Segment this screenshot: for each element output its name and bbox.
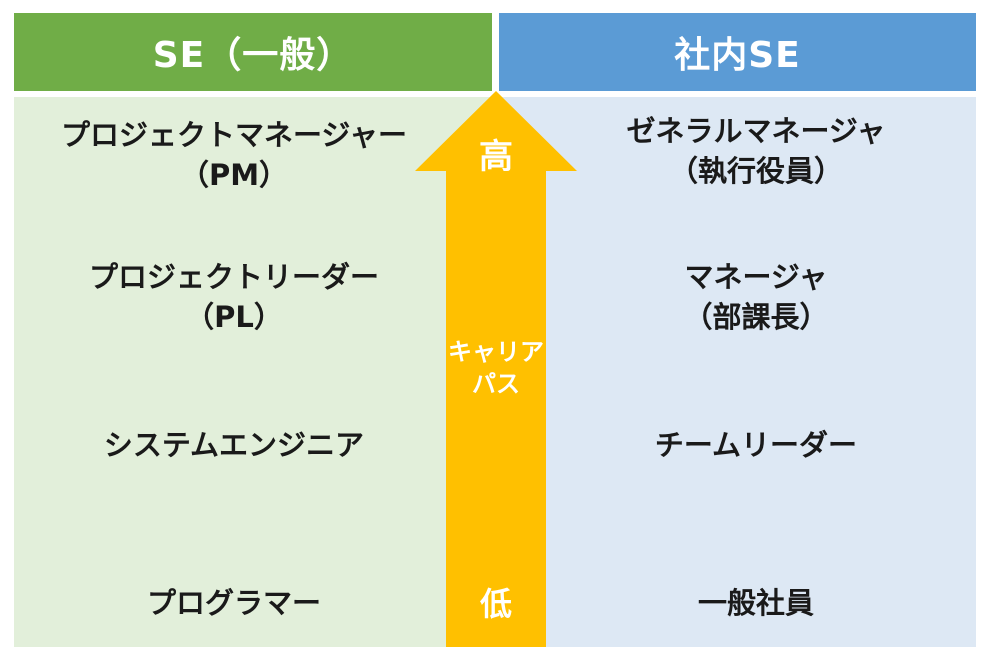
role-label: プロジェクトリーダー [88,260,379,294]
role-project-manager: プロジェクトマネージャー （PM） [14,115,454,195]
career-path-arrow [415,91,577,647]
role-manager: マネージャ （部課長） [536,257,976,337]
role-abbrev: （執行役員） [668,154,843,188]
career-path-arrow-shape [415,91,577,647]
arrow-label-high: 高 [479,137,513,177]
role-label: ゼネラルマネージャ [626,114,886,148]
in-house-se-header: 社内SE [499,13,976,91]
role-system-engineer: システムエンジニア [14,425,454,465]
role-team-leader: チームリーダー [536,425,976,465]
role-general-employee: 一般社員 [536,583,976,623]
se-general-panel [14,97,492,647]
role-label: プロジェクトマネージャー [61,118,407,152]
role-label: システムエンジニア [103,428,365,462]
in-house-se-header-label: 社内SE [674,35,801,76]
role-programmer: プログラマー [14,583,454,623]
arrow-label-career-line2: パス [472,370,520,398]
role-label: マネージャ [684,260,828,294]
role-label: プログラマー [146,586,321,620]
role-label: 一般社員 [697,586,814,620]
in-house-se-panel [499,97,976,647]
role-abbrev: （PL） [185,300,283,334]
role-abbrev: （PM） [179,158,289,192]
role-general-manager: ゼネラルマネージャ （執行役員） [536,111,976,191]
se-general-header: SE（一般） [14,13,492,91]
se-general-header-label: SE（一般） [152,35,354,76]
role-abbrev: （部課長） [683,300,829,334]
role-label: チームリーダー [654,428,858,462]
arrow-label-career-path: キャリア パス [446,336,546,400]
arrow-label-career-line1: キャリア [448,338,544,366]
role-project-leader: プロジェクトリーダー （PL） [14,257,454,337]
arrow-label-low: 低 [479,585,512,623]
